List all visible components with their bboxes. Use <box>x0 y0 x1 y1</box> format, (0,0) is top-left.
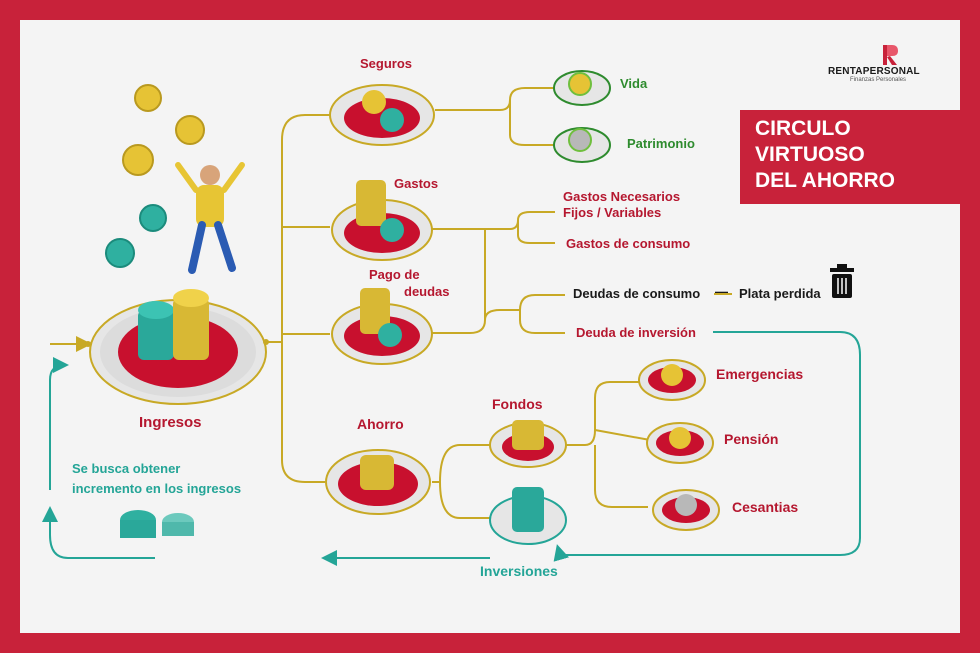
patrimonio-node <box>553 127 611 163</box>
brand-logo-icon <box>883 45 898 65</box>
label-pension: Pensión <box>724 431 779 447</box>
cesantias-node <box>652 489 720 531</box>
title-line-3: DEL AHORRO <box>755 169 896 192</box>
label-emergencias: Emergencias <box>716 366 804 382</box>
floating-coins <box>105 84 205 268</box>
label-gastos-consumo: Gastos de consumo <box>566 236 691 251</box>
person-icon <box>175 162 245 274</box>
label-fondos: Fondos <box>492 396 543 412</box>
connector-lines <box>50 87 732 519</box>
label-cesantias: Cesantias <box>732 499 799 515</box>
label-pago-deudas-2: deudas <box>404 284 450 299</box>
label-inversiones: Inversiones <box>480 563 558 579</box>
title-line-2: VIRTUOSO <box>755 143 865 166</box>
brand-name: RENTAPERSONAL <box>828 66 920 77</box>
label-deuda-inversion: Deuda de inversión <box>576 325 696 340</box>
objetivo-coins <box>120 510 194 538</box>
coin-stack-green <box>138 301 174 360</box>
label-ingresos: Ingresos <box>139 414 202 431</box>
ahorro-node <box>325 449 431 515</box>
vida-node <box>553 70 611 106</box>
flow-diagram <box>42 70 861 566</box>
trash-icon <box>830 264 854 298</box>
infographic-frame: RENTAPERSONAL Finanzas Personales CIRCUL… <box>20 20 960 633</box>
coin-stack-gold <box>173 289 209 360</box>
label-vida: Vida <box>620 76 648 91</box>
deudas-node <box>331 288 433 365</box>
label-objetivo-2: incremento en los ingresos <box>72 481 242 496</box>
label-ahorro: Ahorro <box>357 416 404 432</box>
fondos-node <box>489 420 567 468</box>
inversiones-node <box>489 487 567 545</box>
pension-node <box>646 422 714 464</box>
label-patrimonio: Patrimonio <box>627 136 695 151</box>
label-dash: — <box>715 284 728 299</box>
brand: RENTAPERSONAL Finanzas Personales <box>828 44 948 84</box>
label-plata-perdida: Plata perdida <box>739 286 821 301</box>
label-gastos-necesarios-1: Gastos Necesarios <box>563 189 681 204</box>
label-gastos: Gastos <box>394 176 439 191</box>
gastos-node <box>331 180 433 261</box>
label-seguros: Seguros <box>360 56 413 71</box>
seguros-node <box>329 84 435 146</box>
label-gastos-necesarios-2: Fijos / Variables <box>563 205 662 220</box>
emergencias-node <box>638 359 706 401</box>
label-objetivo-1: Se busca obtener <box>72 461 181 476</box>
label-pago-deudas-1: Pago de <box>369 267 420 282</box>
brand-tagline: Finanzas Personales <box>850 77 907 83</box>
title-line-1: CIRCULO <box>755 117 851 140</box>
return-flow-lines <box>42 331 861 566</box>
ingresos-node <box>85 289 269 405</box>
title-box: CIRCULO VIRTUOSO DEL AHORRO <box>740 110 960 204</box>
label-deudas-consumo: Deudas de consumo <box>573 286 701 301</box>
